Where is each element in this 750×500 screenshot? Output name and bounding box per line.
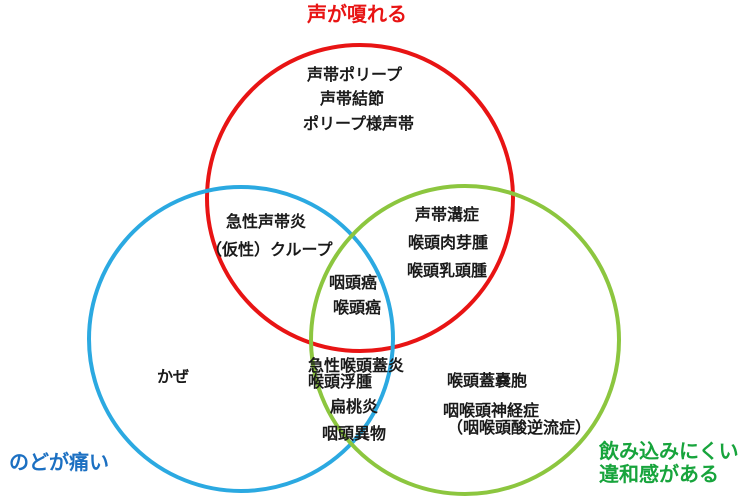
label-laryngopharyngeal-reflux: （咽喉頭酸逆流症） xyxy=(447,418,592,437)
title-hard-to-swallow-line1: 飲み込みにくい xyxy=(599,439,739,463)
label-laryngeal-edema: 喉頭浮腫 xyxy=(308,372,373,391)
label-pseudo-croup: （仮性）クループ xyxy=(206,240,333,259)
title-hoarse-voice: 声が嗄れる xyxy=(307,2,407,26)
label-pharyngeal-cancer: 咽頭癌 xyxy=(329,273,378,292)
label-acute-epiglottitis: 急性喉頭蓋炎 xyxy=(308,356,405,375)
label-acute-vocal-cord-inflammation: 急性声帯炎 xyxy=(226,212,307,231)
label-laryngopharyngeal-neurosis: 咽喉頭神経症 xyxy=(443,401,540,420)
label-sulcus-vocalis: 声帯溝症 xyxy=(415,205,480,224)
title-sore-throat: のどが痛い xyxy=(9,450,109,474)
label-pharyngeal-foreign-body: 咽頭異物 xyxy=(322,424,387,443)
label-polypoid-vocal-cord: ポリープ様声帯 xyxy=(303,114,415,133)
label-vocal-cord-nodule: 声帯結節 xyxy=(320,89,385,108)
circle-hard-to-swallow xyxy=(309,184,621,496)
label-vocal-cord-polyp: 声帯ポリープ xyxy=(307,65,403,84)
label-laryngeal-granuloma: 喉頭肉芽腫 xyxy=(408,233,489,252)
label-tonsillitis: 扁桃炎 xyxy=(330,397,379,416)
label-laryngeal-cancer: 喉頭癌 xyxy=(333,298,382,317)
label-laryngeal-papilloma: 喉頭乳頭腫 xyxy=(407,261,488,280)
label-epiglottic-cyst: 喉頭蓋嚢胞 xyxy=(447,371,528,390)
title-hard-to-swallow: 飲み込みにくい 違和感がある xyxy=(599,440,739,486)
title-hard-to-swallow-line2: 違和感がある xyxy=(599,462,719,486)
label-cold: かぜ xyxy=(157,367,190,386)
